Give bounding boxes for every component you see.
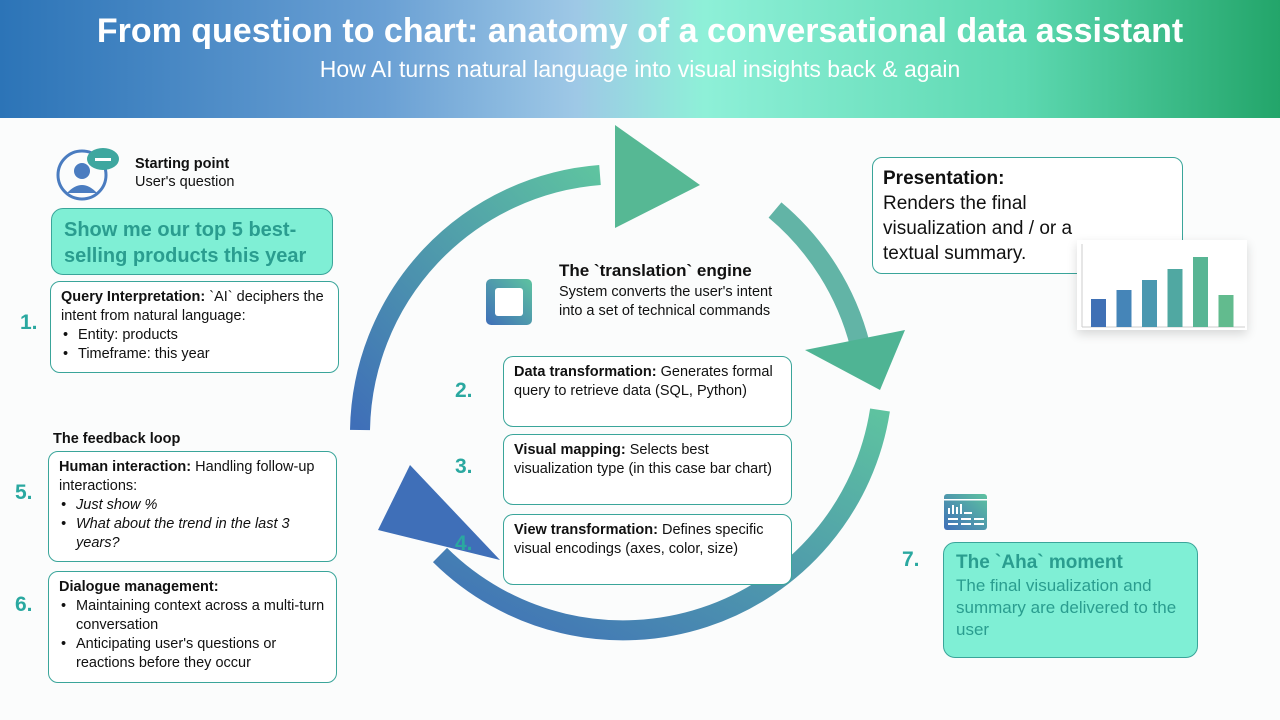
step-4-text: Defines specific visual encodings (axes,…: [514, 522, 764, 557]
aha-moment-box: The `Aha` moment The final visualization…: [943, 542, 1198, 658]
engine-text: System converts the user's intent into a…: [559, 284, 773, 319]
list-item: Just show %: [59, 496, 326, 515]
bar: [1167, 269, 1183, 327]
presentation-title: Presentation:: [883, 168, 1005, 189]
arrow-right: [768, 202, 870, 348]
step-1-box: Query Interpretation: `AI` deciphers the…: [50, 281, 339, 373]
user-chat-icon: [56, 148, 119, 201]
engine-heading: The `translation` engine: [559, 261, 752, 280]
step-2-box: Data transformation: Generates formal qu…: [503, 356, 792, 427]
page-subtitle: How AI turns natural language into visua…: [319, 56, 961, 82]
feedback-loop-label: The feedback loop: [53, 431, 181, 447]
arrow-bottom: [432, 408, 890, 641]
step-1-title: Query Interpretation:: [61, 289, 206, 305]
list-item: What about the trend in the last 3 years…: [59, 515, 326, 553]
step-1-number: 1.: [20, 311, 38, 334]
list-item: Timeframe: this year: [61, 345, 328, 364]
step-1-text: `AI` deciphers the intent from natural l…: [61, 289, 324, 324]
bar: [1116, 290, 1132, 327]
step-3-number: 3.: [455, 455, 473, 478]
bar: [1218, 295, 1234, 327]
step-6-box: Dialogue management: Maintaining context…: [48, 571, 337, 683]
list-item: Anticipating user's questions or reactio…: [59, 635, 326, 673]
page-title: From question to chart: anatomy of a con…: [96, 12, 1184, 50]
step-3-text: Selects best visualization type (in this…: [514, 442, 772, 477]
arrow-top: [350, 165, 601, 431]
bar: [1142, 280, 1157, 327]
aha-text: The final visualization and summary are …: [956, 576, 1177, 639]
dashboard-icon: [944, 494, 987, 530]
arrow-head-right: [805, 330, 905, 390]
step-4-number: 4.: [455, 532, 473, 555]
start-sub: User's question: [135, 174, 235, 190]
step-3-box: Visual mapping: Selects best visualizati…: [503, 434, 792, 505]
step-7-number: 7.: [902, 548, 920, 571]
list-item: Entity: products: [61, 326, 328, 345]
start-heading: Starting point: [135, 156, 230, 172]
bar-chart-preview: [1077, 240, 1247, 330]
step-2-text: Generates formal query to retrieve data …: [514, 364, 773, 399]
arrow-head-bottom: [378, 465, 500, 560]
user-question: Show me our top 5 best-selling products …: [51, 208, 333, 275]
header-banner: From question to chart: anatomy of a con…: [0, 0, 1280, 118]
step-5-title: Human interaction:: [59, 459, 192, 475]
step-3-title: Visual mapping:: [514, 442, 626, 458]
step-5-number: 5.: [15, 481, 33, 504]
step-2-number: 2.: [455, 379, 473, 402]
step-4-title: View transformation:: [514, 522, 658, 538]
step-5-text: Handling follow-up interactions:: [59, 459, 315, 494]
step-2-title: Data transformation:: [514, 364, 657, 380]
bar: [1193, 257, 1208, 327]
step-6-title: Dialogue management:: [59, 579, 219, 595]
arrow-head-top: [615, 125, 700, 228]
presentation-text: Renders the final visualization and / or…: [883, 193, 1073, 264]
step-4-box: View transformation: Defines specific vi…: [503, 514, 792, 585]
step-5-box: Human interaction: Handling follow-up in…: [48, 451, 337, 562]
list-item: Maintaining context across a multi-turn …: [59, 597, 326, 635]
bar: [1091, 299, 1106, 327]
step-6-number: 6.: [15, 593, 33, 616]
cpu-chip-icon: [474, 267, 544, 337]
aha-heading: The `Aha` moment: [956, 552, 1123, 573]
